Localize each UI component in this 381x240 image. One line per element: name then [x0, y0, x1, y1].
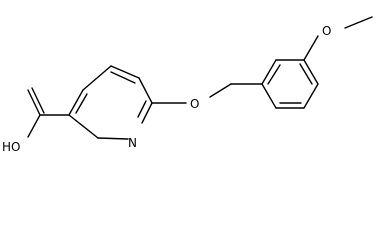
pyridine-bond-1-inner: [75, 93, 88, 114]
benzene-bond-1: [261, 83, 277, 109]
benzene-bond-4: [303, 59, 319, 85]
pyridine-bond-6: [97, 137, 129, 140]
benzene-bond-6-inner: [267, 64, 281, 85]
bond-benzene-methoxy-o: [303, 35, 319, 61]
pyridine-bond-3: [110, 65, 140, 79]
pyridine-bond-5-inner: [137, 100, 147, 118]
pyridine-bond-2: [82, 65, 112, 91]
pyridine-bond-3-inner: [110, 71, 136, 84]
bond-c-double-o-2: [31, 87, 45, 114]
bond-c-oh: [27, 114, 41, 138]
bond-c-double-o: [27, 89, 41, 116]
benzene-bond-6: [261, 59, 277, 85]
pyridine-bond-4: [138, 77, 153, 104]
pyridine-bond-7: [68, 114, 99, 139]
atom-label-methoxy-o: O: [322, 24, 331, 38]
pyridine-bond-5: [141, 102, 153, 124]
atom-label-acid-oh: HO: [2, 140, 20, 154]
chemical-structure: O O N HO: [2, 16, 373, 154]
atom-label-ring-n: N: [128, 136, 137, 150]
benzene-bond-3: [303, 83, 319, 109]
atom-label-ether-o: O: [190, 97, 199, 111]
bond-methoxy-o-ch3: [344, 16, 373, 29]
bond-ether-o-ch2: [209, 83, 232, 98]
benzene-bond-4-inner: [299, 63, 313, 85]
pyridine-bond-1: [68, 89, 84, 116]
